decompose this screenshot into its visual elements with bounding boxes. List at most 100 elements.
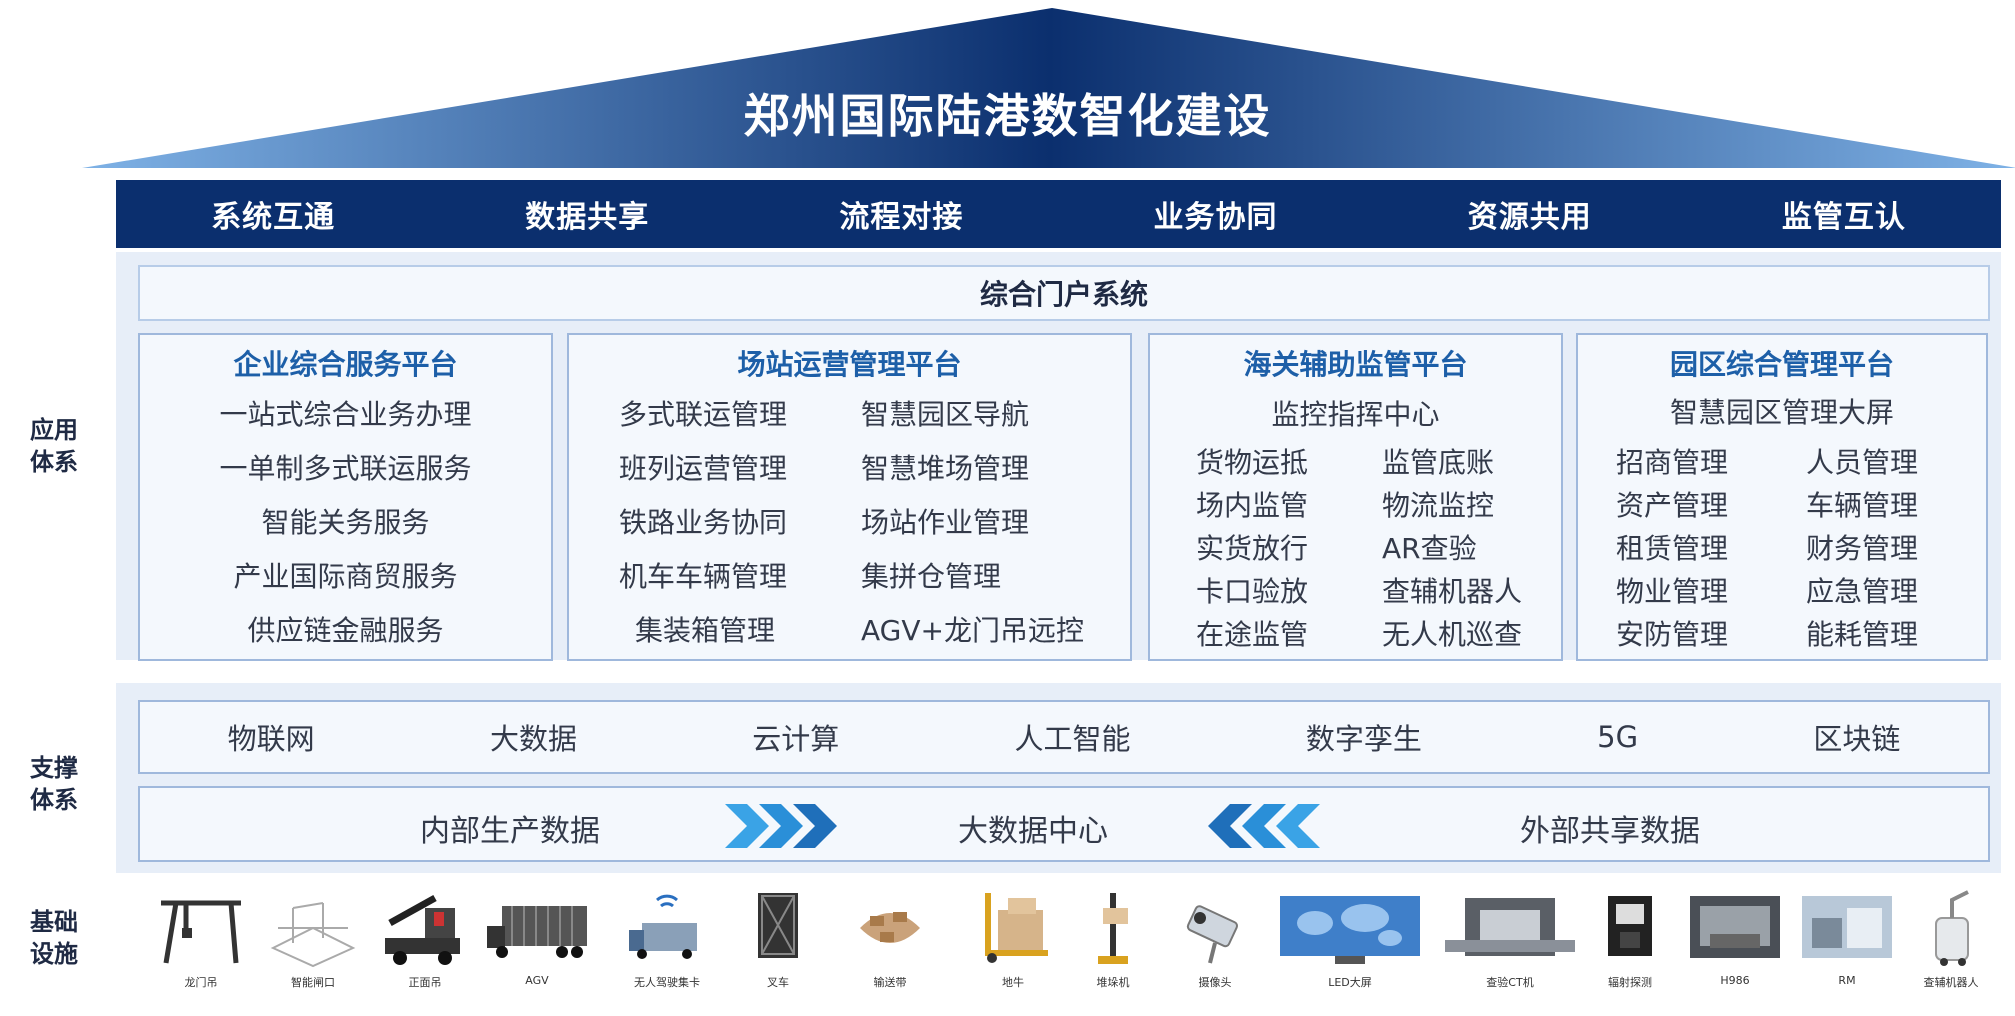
platform-item: 一站式综合业务办理 bbox=[219, 398, 472, 431]
principle-item: 流程对接 bbox=[839, 200, 964, 235]
platform-item: 财务管理 bbox=[1806, 532, 1919, 565]
platform-item: 多式联运管理 bbox=[619, 398, 788, 431]
external-data-label: 外部共享数据 bbox=[1520, 814, 1700, 849]
principles-band: 系统互通 数据共享 流程对接 业务协同 资源共用 监管互认 bbox=[116, 180, 2001, 248]
principle-item: 业务协同 bbox=[1153, 200, 1278, 235]
technology-item: 数字孪生 bbox=[1305, 722, 1422, 756]
platform-item: 班列运营管理 bbox=[619, 452, 788, 485]
forklift-icon: 叉车 bbox=[723, 888, 833, 990]
device-label: 堆垛机 bbox=[1096, 976, 1130, 989]
principle-item: 监管互认 bbox=[1781, 200, 1906, 235]
platform-item: 集装箱管理 bbox=[635, 614, 776, 647]
platform-item: 货物运抵 bbox=[1196, 446, 1309, 479]
right-arrows-icon bbox=[725, 804, 837, 848]
radiation-detector-icon: 辐射探测 bbox=[1575, 888, 1685, 990]
principle-item: 资源共用 bbox=[1467, 200, 1592, 235]
platform-item: 场站作业管理 bbox=[861, 506, 1030, 539]
device-label: 叉车 bbox=[767, 976, 789, 989]
device-label: 摄像头 bbox=[1198, 976, 1232, 989]
stacker-icon: 堆垛机 bbox=[1058, 888, 1168, 990]
label-line: 应用 bbox=[30, 416, 78, 444]
platform-enterprise-service: 企业综合服务平台 一站式综合业务办理 一单制多式联运服务 智能关务服务 产业国际… bbox=[138, 333, 553, 661]
platform-title: 企业综合服务平台 bbox=[233, 348, 458, 381]
rm-icon: RM bbox=[1792, 888, 1902, 987]
platform-item: 实货放行 bbox=[1196, 532, 1309, 565]
platform-title: 园区综合管理平台 bbox=[1669, 348, 1894, 381]
platform-customs-supervision: 海关辅助监管平台 监控指挥中心 货物运抵 场内监管 实货放行 卡口验放 在途监管… bbox=[1148, 333, 1563, 661]
device-label: 查验CT机 bbox=[1486, 976, 1534, 989]
platform-item: 卡口验放 bbox=[1196, 575, 1309, 608]
application-layer-label: 应用 体系 bbox=[24, 414, 84, 478]
label-line: 体系 bbox=[30, 786, 78, 814]
technology-bar: 物联网 大数据 云计算 人工智能 数字孪生 5G 区块链 bbox=[138, 700, 1990, 774]
inspection-robot-icon: 查辅机器人 bbox=[1896, 888, 2006, 990]
device-label: 正面吊 bbox=[408, 976, 442, 989]
portal-system: 综合门户系统 bbox=[138, 265, 1990, 321]
device-label: LED大屏 bbox=[1328, 976, 1372, 989]
platform-item: 场内监管 bbox=[1196, 489, 1309, 522]
principle-item: 数据共享 bbox=[525, 200, 650, 235]
conveyor-icon: 输送带 bbox=[835, 888, 945, 990]
h986-icon: H986 bbox=[1680, 888, 1790, 987]
internal-data-label: 内部生产数据 bbox=[420, 814, 600, 849]
platform-item: 物业管理 bbox=[1616, 575, 1729, 608]
label-line: 支撑 bbox=[30, 754, 78, 782]
technology-item: 大数据 bbox=[489, 722, 577, 756]
led-screen-icon: LED大屏 bbox=[1270, 888, 1430, 990]
agv-icon: AGV bbox=[482, 888, 592, 987]
platform-item: 租赁管理 bbox=[1616, 532, 1729, 565]
platform-item: 物流监控 bbox=[1382, 489, 1495, 522]
device-label: H986 bbox=[1720, 974, 1750, 987]
platform-item: 能耗管理 bbox=[1806, 618, 1919, 651]
device-label: 查辅机器人 bbox=[1923, 976, 1979, 989]
platform-item: 招商管理 bbox=[1616, 446, 1729, 479]
camera-icon: 摄像头 bbox=[1160, 888, 1270, 990]
device-label: 辐射探测 bbox=[1608, 976, 1652, 989]
ct-scanner-icon: 查验CT机 bbox=[1445, 888, 1575, 990]
platform-park-management: 园区综合管理平台 智慧园区管理大屏 招商管理 资产管理 租赁管理 物业管理 安防… bbox=[1576, 333, 1988, 661]
platform-station-operation: 场站运营管理平台 多式联运管理 班列运营管理 铁路业务协同 机车车辆管理 集装箱… bbox=[567, 333, 1132, 661]
platform-item: 铁路业务协同 bbox=[619, 506, 788, 539]
technology-item: 区块链 bbox=[1813, 722, 1901, 756]
platform-item: 供应链金融服务 bbox=[247, 614, 444, 647]
label-line: 体系 bbox=[30, 448, 78, 476]
platform-item: 资产管理 bbox=[1616, 489, 1729, 522]
platform-item: 智能关务服务 bbox=[261, 506, 430, 539]
platform-item: 查辅机器人 bbox=[1382, 575, 1523, 608]
technology-item: 物联网 bbox=[227, 722, 315, 756]
diagram-title: 郑州国际陆港数智化建设 bbox=[743, 89, 1272, 143]
technology-item: 人工智能 bbox=[1014, 722, 1131, 756]
platform-item: 无人机巡查 bbox=[1382, 618, 1523, 651]
platform-item: 监管底账 bbox=[1382, 446, 1495, 479]
platform-item: 应急管理 bbox=[1806, 575, 1919, 608]
platform-title: 海关辅助监管平台 bbox=[1243, 348, 1468, 381]
device-label: 无人驾驶集卡 bbox=[634, 976, 700, 989]
device-label: 智能闸口 bbox=[291, 976, 335, 989]
platform-item: 机车车辆管理 bbox=[619, 560, 788, 593]
platform-item: 安防管理 bbox=[1616, 618, 1729, 651]
platform-item: 产业国际商贸服务 bbox=[233, 560, 458, 593]
device-label: AGV bbox=[525, 974, 549, 987]
label-line: 基础 bbox=[30, 908, 78, 936]
pallet-jack-icon: 地牛 bbox=[958, 888, 1068, 990]
platform-item: AR查验 bbox=[1382, 532, 1477, 565]
platform-item: AGV+龙门吊远控 bbox=[861, 614, 1084, 647]
device-label: RM bbox=[1838, 974, 1856, 987]
autonomous-truck-icon: 无人驾驶集卡 bbox=[612, 888, 722, 990]
platform-subtitle: 智慧园区管理大屏 bbox=[1669, 396, 1894, 429]
roof-shape bbox=[82, 8, 2015, 168]
platform-item: 智慧园区导航 bbox=[861, 398, 1030, 431]
left-arrows-icon bbox=[1208, 804, 1320, 848]
platform-item: 集拼仓管理 bbox=[861, 560, 1002, 593]
big-data-center-label: 大数据中心 bbox=[958, 814, 1108, 849]
gantry-crane-icon: 龙门吊 bbox=[146, 888, 256, 990]
platform-item: 在途监管 bbox=[1196, 618, 1309, 651]
infrastructure-layer-label: 基础 设施 bbox=[24, 906, 84, 970]
platform-item: 一单制多式联运服务 bbox=[219, 452, 472, 485]
device-label: 输送带 bbox=[873, 976, 907, 989]
platform-item: 人员管理 bbox=[1806, 446, 1919, 479]
platform-item: 车辆管理 bbox=[1806, 489, 1919, 522]
technology-item: 云计算 bbox=[752, 722, 840, 756]
platform-item: 智慧堆场管理 bbox=[861, 452, 1030, 485]
technology-item: 5G bbox=[1597, 720, 1639, 754]
